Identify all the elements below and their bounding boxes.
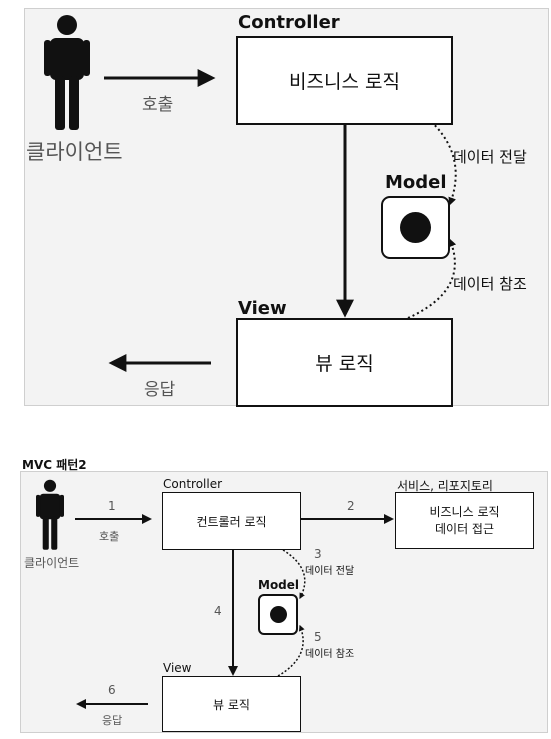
diagram2-service-box: 비즈니스 로직 데이터 접근 (395, 492, 534, 549)
model-dot-icon (400, 212, 431, 243)
diagram1-controller-box: 비즈니스 로직 (236, 36, 453, 125)
diagram2-step5: 5 (314, 630, 322, 644)
diagram2-step4: 4 (214, 604, 222, 618)
diagram1-view-title: View (238, 298, 287, 319)
diagram2-service-title: 서비스, 리포지토리 (397, 479, 493, 493)
diagram2-controller-title: Controller (163, 477, 223, 491)
diagram1-data-ref-label: 데이터 참조 (453, 275, 527, 293)
diagram2-section-title: MVC 패턴2 (22, 458, 87, 472)
diagram2-step2: 2 (347, 499, 355, 513)
diagram2-model-title: Model (258, 578, 300, 592)
diagram1-model-title: Model (385, 172, 447, 193)
diagram1-response-label: 응답 (144, 380, 176, 400)
diagram2-client-label: 클라이언트 (24, 556, 80, 570)
diagram2-view-title: View (163, 661, 192, 675)
diagram1-controller-box-label: 비즈니스 로직 (289, 71, 400, 93)
diagram2-data-pass-arrow (282, 549, 306, 600)
diagram2-step6: 6 (108, 683, 116, 697)
diagram1-view-box: 뷰 로직 (236, 318, 453, 407)
diagram1-client-label: 클라이언트 (26, 140, 123, 164)
diagram2-step1: 1 (108, 499, 116, 513)
diagram2-data-ref-arrow (277, 624, 305, 677)
diagram1-model-box (381, 196, 450, 259)
diagram2-step3: 3 (314, 547, 322, 561)
diagram2-controller-box-label: 컨트롤러 로직 (196, 514, 267, 529)
person-icon (36, 479, 64, 550)
person-icon (44, 15, 90, 130)
diagram2-controller-box: 컨트롤러 로직 (162, 492, 301, 550)
diagram2-view-box-label: 뷰 로직 (213, 697, 250, 712)
diagram1-controller-title: Controller (238, 12, 340, 33)
model-dot-icon (270, 606, 287, 623)
diagram2-view-box: 뷰 로직 (162, 676, 301, 732)
diagram2-service-box-line1: 비즈니스 로직 (429, 504, 500, 519)
diagram1-view-box-label: 뷰 로직 (315, 353, 374, 375)
diagram1-call-label: 호출 (142, 95, 174, 115)
diagram2-data-pass-label: 데이터 전달 (305, 566, 355, 577)
diagram1-data-pass-label: 데이터 전달 (453, 148, 527, 166)
diagram2-response-label: 응답 (102, 714, 123, 727)
diagram2-data-ref-label: 데이터 참조 (305, 649, 355, 660)
diagram2-service-box-line2: 데이터 접근 (434, 521, 494, 536)
diagram2-call-label: 호출 (99, 530, 120, 543)
diagram2-model-box (258, 594, 298, 635)
